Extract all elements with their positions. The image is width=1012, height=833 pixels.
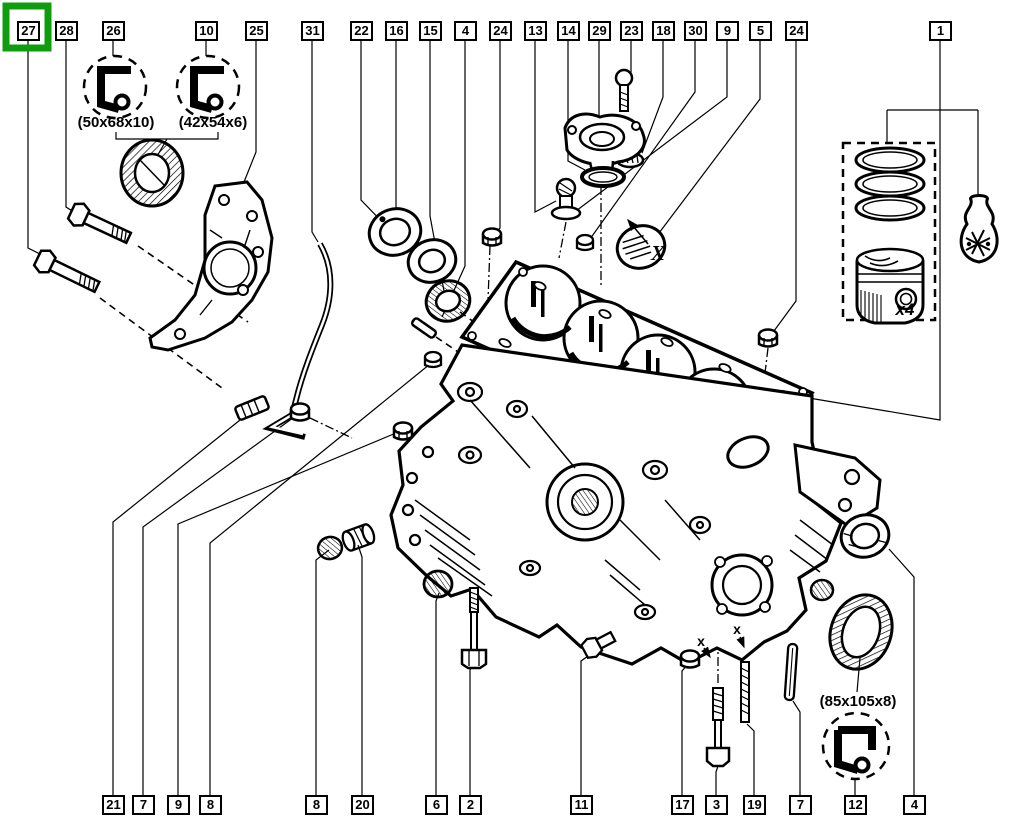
flywheel-nut[interactable]: [679, 649, 701, 669]
gasket-retainer[interactable]: [234, 395, 270, 421]
callout-7[interactable]: 7: [132, 795, 155, 815]
core-plug-section[interactable]: [612, 220, 671, 275]
engine-mount-arm: [793, 443, 882, 528]
callout-18[interactable]: 18: [652, 21, 675, 41]
callout-7b[interactable]: 7: [789, 795, 812, 815]
callout-30[interactable]: 30: [684, 21, 707, 41]
piston: [855, 247, 925, 325]
callout-11[interactable]: 11: [570, 795, 593, 815]
timing-gasket-strip[interactable]: [262, 242, 334, 440]
aux-seal-icon[interactable]: [175, 54, 241, 120]
stud-nut[interactable]: [575, 233, 595, 252]
aux-seal-dimension: (42x54x6): [179, 114, 247, 131]
callout-8b[interactable]: 8: [305, 795, 328, 815]
callout-1[interactable]: 1: [929, 21, 952, 41]
dowel-pin-rear[interactable]: [783, 642, 799, 702]
callout-16[interactable]: 16: [385, 21, 408, 41]
oil-gallery-plug-left[interactable]: [289, 402, 311, 422]
callout-23[interactable]: 23: [620, 21, 643, 41]
callout-29[interactable]: 29: [588, 21, 611, 41]
callout-3[interactable]: 3: [705, 795, 728, 815]
rear-seal-dimension: (85x105x8): [820, 693, 897, 710]
section-marker-label: X: [650, 241, 666, 265]
leader-lines: [27, 41, 979, 795]
crankshaft-front-seal[interactable]: [119, 138, 185, 208]
cam-bearing-1[interactable]: [363, 202, 427, 262]
pilot-bushing[interactable]: [836, 510, 893, 563]
thermostat-housing[interactable]: [563, 112, 646, 178]
callout-6[interactable]: 6: [425, 795, 448, 815]
callout-25[interactable]: 25: [245, 21, 268, 41]
callout-9[interactable]: 9: [716, 21, 739, 41]
callout-8[interactable]: 8: [199, 795, 222, 815]
callout-20[interactable]: 20: [351, 795, 374, 815]
cam-bearing-3[interactable]: [421, 275, 475, 327]
callout-14[interactable]: 14: [557, 21, 580, 41]
callout-24[interactable]: 24: [489, 21, 512, 41]
threaded-stud[interactable]: [740, 661, 750, 723]
cylinder-block[interactable]: [389, 343, 882, 666]
callout-28[interactable]: 28: [55, 21, 78, 41]
thread-mark-1: x: [697, 633, 705, 649]
parts-bag-icon[interactable]: [959, 194, 999, 264]
front-seal-icon[interactable]: [82, 54, 148, 120]
callout-12[interactable]: 12: [844, 795, 867, 815]
cover-bolt-lower[interactable]: [32, 247, 102, 298]
main-bearing-bolt[interactable]: [460, 587, 488, 670]
piston-quantity-label: x4: [895, 300, 915, 319]
rear-seal-icon[interactable]: [821, 711, 891, 781]
callout-22[interactable]: 22: [350, 21, 373, 41]
timing-cover-plate[interactable]: [148, 180, 274, 352]
deck-nut[interactable]: [481, 227, 503, 247]
callout-2[interactable]: 2: [459, 795, 482, 815]
cup-plug-8[interactable]: [316, 534, 345, 561]
callout-4[interactable]: 4: [454, 21, 477, 41]
callout-27[interactable]: 27: [17, 21, 40, 41]
callout-21[interactable]: 21: [102, 795, 125, 815]
section-arrow: [627, 218, 649, 245]
thread-mark-arrow-2: [736, 636, 745, 649]
thermostat-bolt[interactable]: [614, 68, 634, 112]
callout-15[interactable]: 15: [419, 21, 442, 41]
callout-4b[interactable]: 4: [903, 795, 926, 815]
callout-17[interactable]: 17: [671, 795, 694, 815]
callout-26[interactable]: 26: [102, 21, 125, 41]
block-nut-right[interactable]: [757, 328, 779, 348]
callout-9b[interactable]: 9: [167, 795, 190, 815]
oil-gallery-plug-mid[interactable]: [392, 421, 414, 441]
block-nut-left[interactable]: [423, 350, 443, 369]
thread-mark-2: x: [733, 621, 741, 637]
drain-plug[interactable]: [579, 628, 618, 661]
water-plug[interactable]: [550, 177, 582, 221]
callout-10[interactable]: 10: [195, 21, 218, 41]
callout-24b[interactable]: 24: [785, 21, 808, 41]
callout-31[interactable]: 31: [301, 21, 324, 41]
crankshaft-rear-seal[interactable]: [820, 586, 902, 678]
piston-ring-kit[interactable]: x4: [841, 141, 937, 325]
thermostat-o-ring[interactable]: [580, 166, 626, 188]
cover-bolt-upper[interactable]: [66, 200, 133, 248]
front-seal-dimension: (50x68x10): [78, 114, 155, 131]
callout-19[interactable]: 19: [743, 795, 766, 815]
thread-mark-arrow-1: [701, 646, 711, 659]
small-cup-plug[interactable]: [809, 578, 835, 602]
dowel-pin-front[interactable]: [410, 317, 438, 339]
spacer-bushing-20[interactable]: [340, 523, 376, 552]
callout-5[interactable]: 5: [749, 21, 772, 41]
core-plug-cup[interactable]: [422, 569, 454, 599]
callout-13[interactable]: 13: [524, 21, 547, 41]
cam-bearing-2[interactable]: [403, 234, 462, 289]
selection-highlight-box: [2, 2, 52, 52]
cover-long-bolt[interactable]: [705, 687, 731, 768]
